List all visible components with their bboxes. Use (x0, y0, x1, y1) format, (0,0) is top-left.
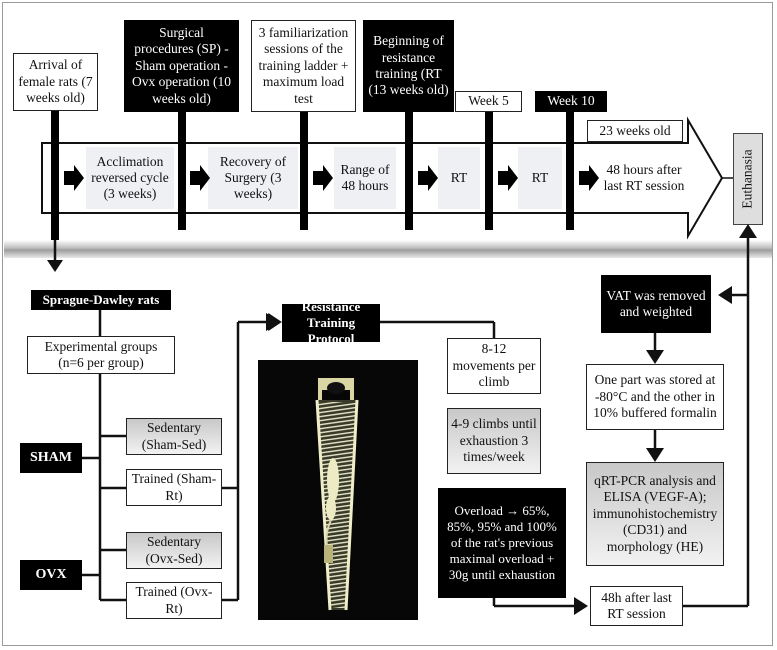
tl-arrow-5 (498, 165, 518, 191)
arrow-to-euthanasia (739, 224, 757, 238)
ovx-sedentary: Sedentary (Ovx-Sed) (126, 532, 222, 569)
strain-label: Sprague-Dawley rats (31, 290, 171, 310)
segment-rt-2: RT (518, 147, 562, 209)
rt-protocol: Resistance Training Protocol (282, 299, 380, 346)
sample-storage: One part was stored at -80°C and the oth… (586, 364, 724, 430)
tl-arrow-3 (313, 165, 333, 191)
timeline-marker-beginning (405, 110, 413, 230)
sham-trained: Trained (Sham-Rt) (126, 469, 222, 506)
euthanasia-box: Euthanasia (733, 133, 763, 225)
arrow-to-48h (574, 597, 588, 615)
segment-rt-1: RT (438, 147, 480, 209)
timeline-marker-week5 (485, 110, 493, 230)
segment-range: Range of 48 hours (334, 147, 396, 209)
arrow-vat-to-stored (646, 350, 664, 364)
segment-acclimation: Acclimation reversed cycle (3 weeks) (86, 147, 174, 209)
arrow-to-protocol (266, 313, 280, 331)
tl-arrow-4 (418, 165, 438, 191)
movements-per-climb: 8-12 movements per climb (447, 338, 541, 394)
climbs-until-exhaustion: 4-9 climbs until exhaustion 3 times/week (447, 408, 541, 474)
label-beginning: Beginning of resistance training (RT (13… (363, 20, 454, 112)
sham-label: SHAM (20, 443, 82, 473)
timeline-marker-arrival (51, 110, 59, 240)
arrow-stored-to-qrt (646, 448, 664, 462)
segment-recovery: Recovery of Surgery (3 weeks) (208, 147, 298, 209)
timeline-marker-week10 (566, 110, 574, 230)
label-week5: Week 5 (455, 91, 522, 112)
analysis-methods: qRT-PCR analysis and ELISA (VEGF-A); imm… (586, 462, 724, 566)
tl-arrow-6 (579, 165, 599, 191)
tl-arrow-1 (64, 165, 84, 191)
section-separator (4, 240, 772, 258)
label-familiarization: 3 familiarization sessions of the traini… (251, 20, 356, 112)
vat-removed: VAT was removed and weighted (601, 275, 711, 333)
timeline-small-arrows (64, 165, 599, 191)
ladder-illustration (315, 378, 359, 611)
after-48h-last-rt: 48h after last RT session (590, 586, 683, 626)
label-23-weeks: 23 weeks old (587, 120, 683, 142)
label-surgical: Surgical procedures (SP) - Sham operatio… (124, 20, 239, 112)
timeline-marker-surgery (178, 110, 186, 230)
ovx-trained: Trained (Ovx-Rt) (126, 582, 222, 619)
arrow-down-to-strain (47, 260, 63, 272)
label-arrival: Arrival of female rats (7 weeks old) (13, 53, 98, 111)
arrow-to-vat (718, 286, 732, 304)
label-week10: Week 10 (535, 91, 607, 112)
segment-after-last-rt: 48 hours after last RT session (600, 147, 688, 209)
experimental-groups: Experimental groups (n=6 per group) (27, 336, 175, 374)
timeline-marker-familiarization (300, 110, 308, 230)
overload-protocol: Overload → 65%, 85%, 95% and 100% of the… (438, 488, 566, 598)
sham-sedentary: Sedentary (Sham-Sed) (126, 418, 222, 455)
ovx-label: OVX (20, 560, 82, 590)
training-ladder-photo (258, 360, 418, 620)
tl-arrow-2 (190, 165, 210, 191)
